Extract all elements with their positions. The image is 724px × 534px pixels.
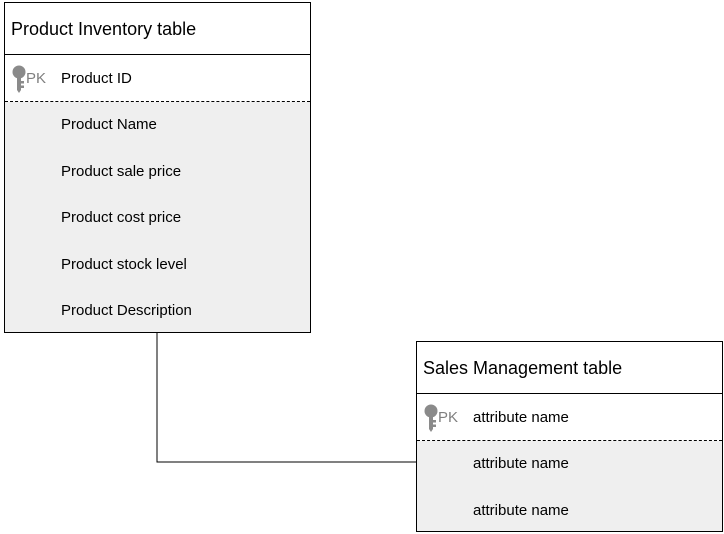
attribute-item: Product Name (61, 116, 157, 133)
attribute-item: attribute name (473, 455, 569, 472)
attribute-list: Product Name Product sale price Product … (5, 102, 310, 332)
attribute-item: Product sale price (61, 162, 182, 180)
entity-title: Sales Management table (417, 342, 722, 394)
attribute-item: attribute name (473, 501, 569, 519)
pk-marker: PK (438, 409, 459, 426)
pk-field: attribute name (473, 409, 569, 426)
pk-field: Product ID (61, 70, 132, 87)
key-icon (424, 404, 438, 432)
entity-product-inventory[interactable]: Product Inventory table PK Product ID Pr… (4, 2, 311, 333)
primary-key-row: PK attribute name (417, 394, 722, 441)
primary-key-row: PK Product ID (5, 55, 310, 102)
entity-sales-management[interactable]: Sales Management table PK attribute name… (416, 341, 723, 532)
attribute-item: Product Description (61, 302, 192, 319)
attribute-list: attribute name attribute name (417, 441, 722, 531)
attribute-item: Product cost price (61, 209, 182, 226)
pk-marker: PK (26, 70, 47, 87)
key-icon (12, 65, 26, 93)
entity-title: Product Inventory table (5, 3, 310, 55)
attribute-item: Product stock level (61, 255, 187, 273)
